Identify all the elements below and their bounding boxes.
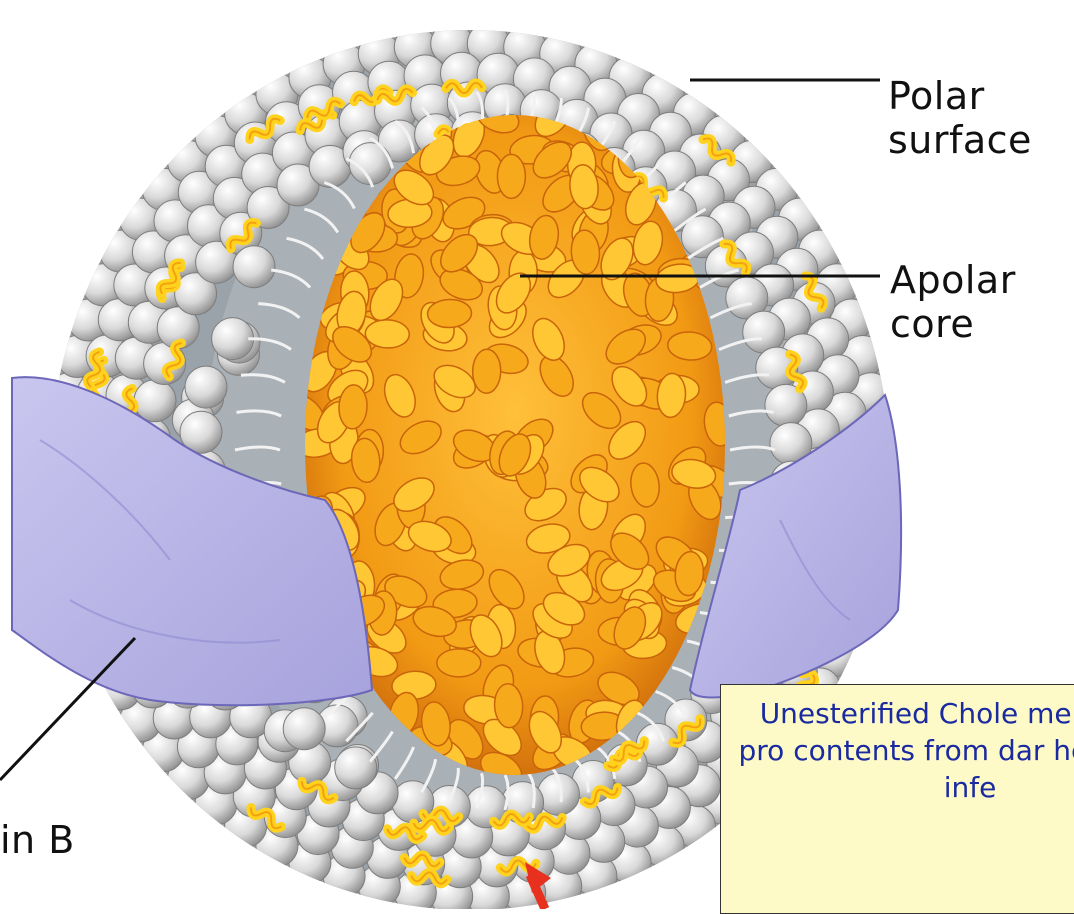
phospholipid-head bbox=[185, 366, 227, 408]
callout-text: Unesterified Chole membrane pro contents… bbox=[735, 695, 1074, 806]
phospholipid-head bbox=[233, 246, 275, 288]
phospholipid-head bbox=[134, 380, 176, 422]
core-droplet bbox=[472, 349, 501, 393]
core-droplet bbox=[365, 319, 410, 349]
core-droplet bbox=[437, 649, 481, 677]
apolipoprotein-label: in B bbox=[0, 818, 75, 862]
phospholipid-head bbox=[335, 747, 377, 789]
polar-surface-label: Polar surface bbox=[888, 74, 1032, 162]
info-callout-box: Unesterified Chole membrane pro contents… bbox=[720, 684, 1074, 914]
core-droplet bbox=[497, 154, 525, 198]
phospholipid-head bbox=[283, 708, 325, 750]
phospholipid-head bbox=[212, 318, 254, 360]
apolar-core-label: Apolar core bbox=[890, 258, 1016, 346]
core-droplet bbox=[427, 299, 472, 329]
